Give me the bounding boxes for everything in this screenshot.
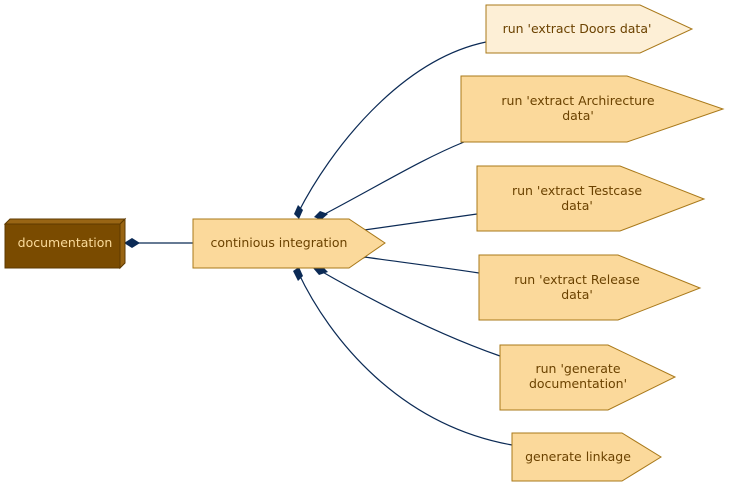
node-step-6[interactable]: generate linkage <box>511 432 662 482</box>
node-label-line-2: documentation' <box>529 376 627 391</box>
node-box-front <box>4 223 121 269</box>
node-shape <box>511 432 662 482</box>
node-label: run 'extract Doors data' <box>503 21 652 36</box>
edge-hub-step-1 <box>297 41 487 214</box>
diamond-marker <box>293 267 303 281</box>
node-documentation[interactable]: documentation <box>3 217 127 270</box>
node-label: continious integration <box>211 235 348 250</box>
node-label: documentation <box>18 235 113 250</box>
node-step-2[interactable]: run 'extract Archirecture data' <box>460 75 725 143</box>
node-box-side <box>119 217 126 270</box>
node-step-1[interactable]: run 'extract Doors data' <box>485 4 694 54</box>
node-label-line-2: data' <box>562 108 594 123</box>
edge-hub-step-6 <box>297 271 513 446</box>
node-box-top <box>3 218 127 225</box>
node-label: generate linkage <box>525 449 631 464</box>
node-label-line-1: run 'extract Release <box>514 272 640 287</box>
edge-hub-step-4 <box>356 255 480 274</box>
node-shape <box>476 165 706 232</box>
node-continious-integration[interactable]: continious integration <box>192 218 386 269</box>
diamond-marker <box>314 211 328 220</box>
diamond-marker <box>294 205 303 219</box>
node-shape <box>499 344 677 411</box>
node-shape <box>460 75 725 143</box>
node-shape <box>478 254 702 321</box>
edge-hub-step-5 <box>318 269 501 357</box>
edge-hub-step-2 <box>320 141 465 217</box>
node-step-5[interactable]: run 'generate documentation' <box>499 344 677 411</box>
node-label-line-1: run 'generate <box>535 361 620 376</box>
node-label-line-1: run 'extract Archirecture <box>501 93 655 108</box>
node-label-line-2: data' <box>561 287 593 302</box>
node-shape <box>485 4 694 54</box>
edges <box>128 41 513 446</box>
edge-hub-step-3 <box>356 213 478 232</box>
node-label-line-1: run 'extract Testcase <box>512 183 642 198</box>
node-step-4[interactable]: run 'extract Release data' <box>478 254 702 321</box>
node-step-3[interactable]: run 'extract Testcase data' <box>476 165 706 232</box>
diamond-marker <box>124 238 140 248</box>
node-label-line-2: data' <box>561 198 593 213</box>
node-shape <box>192 218 386 269</box>
